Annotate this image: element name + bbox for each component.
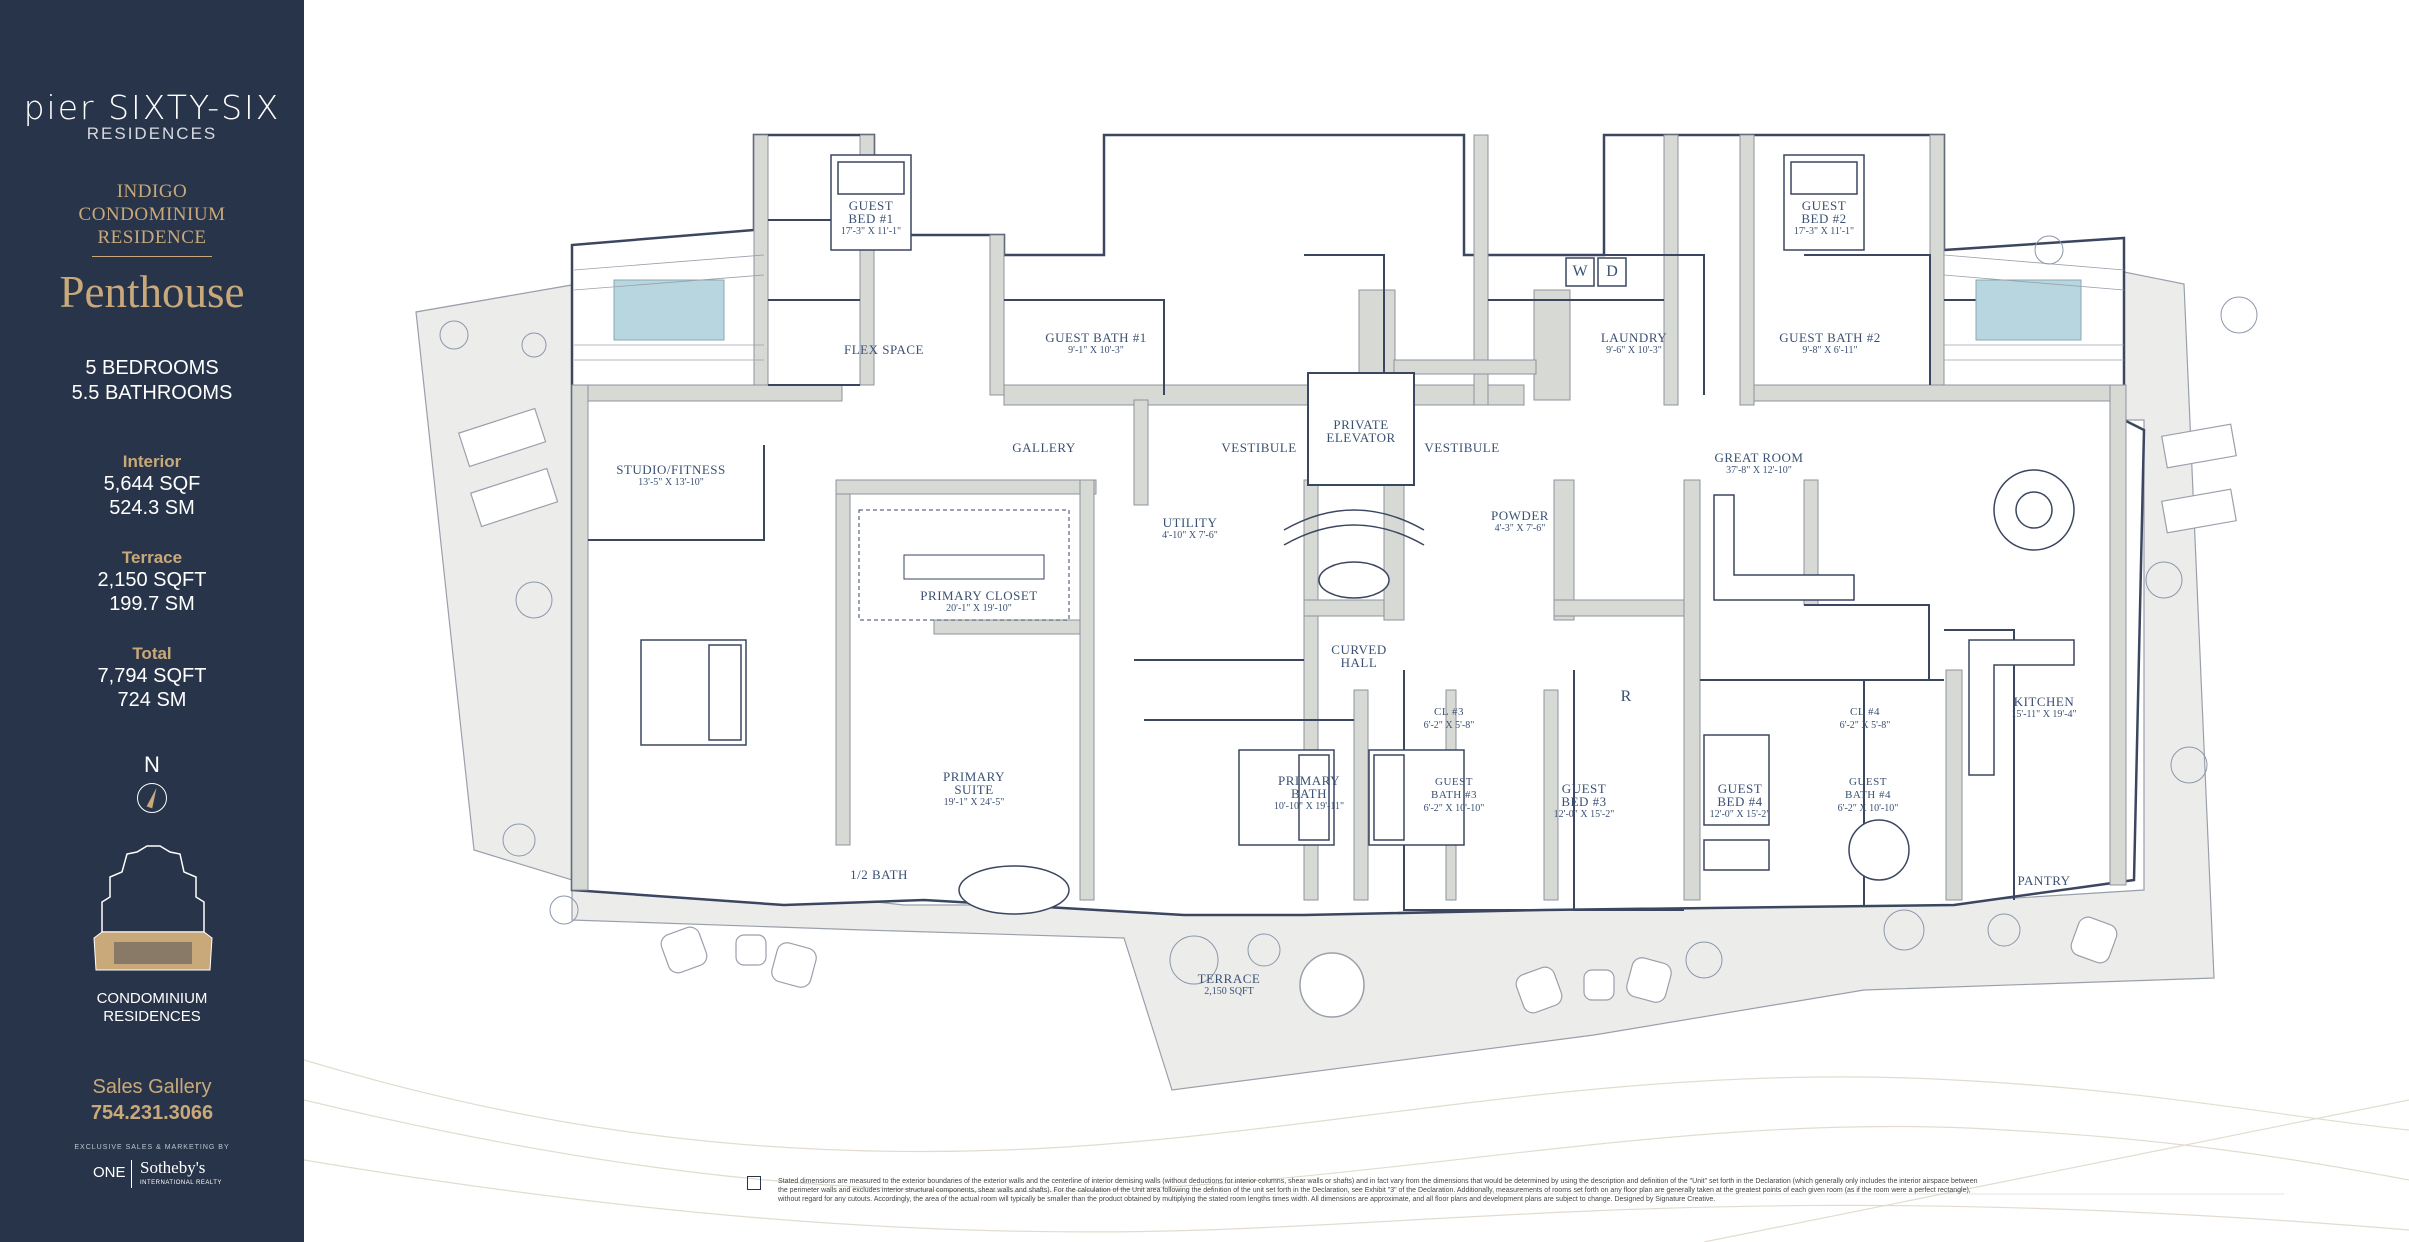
dining-table	[1993, 469, 2075, 551]
sidebar: pier SIXTY-SIX RESIDENCES INDIGO CONDOMI…	[0, 0, 304, 1242]
stat-sqft: 7,794 SQFT	[97, 665, 207, 687]
stat-label: Terrace	[121, 548, 183, 567]
compass-icon	[137, 783, 167, 813]
keyplan-label-line: RESIDENCES	[103, 1008, 201, 1025]
fridge-label: R	[1620, 688, 1632, 705]
pantry-counter	[1703, 839, 1770, 871]
washer-icon	[1565, 257, 1595, 287]
marketing-credit: EXCLUSIVE SALES & MARKETING BY	[74, 1144, 230, 1151]
closet-rack	[858, 509, 1070, 621]
stat-sm: 524.3 SM	[109, 497, 195, 519]
wave-lines	[304, 1059, 2409, 1242]
residence-type-line: INDIGO	[116, 181, 188, 202]
bathroom-count: 5.5 BATHROOMS	[71, 382, 233, 404]
terrace-table	[1299, 952, 1365, 1018]
loungers	[457, 407, 2237, 534]
room-label-vestibule-right: VESTIBULE	[1424, 440, 1500, 455]
dryer-label: D	[1606, 263, 1618, 280]
stat-sm: 199.7 SM	[109, 593, 195, 615]
room-label-flex-space: FLEX SPACE	[843, 342, 925, 357]
equal-housing-icon	[747, 1176, 761, 1190]
unit-name: Penthouse	[59, 267, 245, 317]
room-label-half-bath: 1/2 BATH	[850, 867, 908, 882]
stat-label: Interior	[122, 452, 182, 471]
keyplan-label: CONDOMINIUM RESIDENCES	[0, 990, 304, 1026]
beds	[640, 154, 1865, 846]
keyplan-icon	[93, 845, 213, 971]
legal-disclaimer: Stated dimensions are measured to the ex…	[778, 1178, 1978, 1203]
private-elevator	[1307, 372, 1415, 486]
stat-total: Total 7,794 SQFT 724 SM	[0, 644, 304, 712]
stat-sqft: 5,644 SQF	[103, 473, 201, 495]
floor-plan-drawing	[304, 133, 2409, 1242]
sales-phone-link[interactable]: 754.231.3066	[90, 1102, 214, 1124]
residence-type-line: CONDOMINIUM	[78, 204, 226, 225]
curved-sofa	[1283, 509, 1425, 531]
pool-left	[613, 279, 725, 341]
deck-hatching	[573, 254, 2125, 361]
brand-subtitle: RESIDENCES	[86, 124, 218, 143]
sales-gallery-label: Sales Gallery	[92, 1076, 212, 1098]
room-label-pantry: PANTRY	[2017, 873, 2071, 888]
terrace-chairs	[660, 916, 2118, 1014]
great-room-sofa	[1713, 494, 1855, 601]
lounge-sofa	[1968, 639, 2075, 776]
residence-type: INDIGO CONDOMINIUM RESIDENCE	[0, 180, 304, 249]
residence-type-line: RESIDENCE	[97, 227, 207, 248]
divider	[92, 256, 212, 257]
stat-interior: Interior 5,644 SQF 524.3 SM	[0, 452, 304, 520]
bathtub	[958, 865, 1070, 915]
sothebys-subtitle: INTERNATIONAL REALTY	[140, 1180, 222, 1186]
curved-hall-table	[1318, 561, 1390, 599]
logo-divider	[131, 1160, 132, 1188]
plant-icons	[439, 235, 2258, 985]
washer-label: W	[1572, 263, 1588, 280]
stat-sqft: 2,150 SQFT	[97, 569, 207, 591]
kitchen-island	[1703, 734, 1770, 826]
room-label-gallery: GALLERY	[1012, 440, 1076, 455]
one-logo: ONE	[93, 1164, 126, 1181]
bedroom-count: 5 BEDROOMS	[85, 357, 219, 379]
stat-terrace: Terrace 2,150 SQFT 199.7 SM	[0, 548, 304, 616]
dryer-icon	[1597, 257, 1627, 287]
breakfast-table	[1848, 819, 1910, 881]
interior-walls	[588, 134, 2015, 911]
pool-right	[1975, 279, 2082, 341]
closet-island	[903, 554, 1045, 580]
stat-sm: 724 SM	[117, 689, 187, 711]
keyplan-label-line: CONDOMINIUM	[96, 990, 208, 1007]
room-label-vestibule-left: VESTIBULE	[1221, 440, 1297, 455]
brand-logo: pier SIXTY-SIX	[23, 88, 281, 127]
room-count: 5 BEDROOMS 5.5 BATHROOMS	[0, 356, 304, 406]
stat-label: Total	[132, 644, 172, 663]
north-label: N	[144, 752, 160, 777]
sothebys-logo: Sotheby's	[140, 1158, 206, 1177]
